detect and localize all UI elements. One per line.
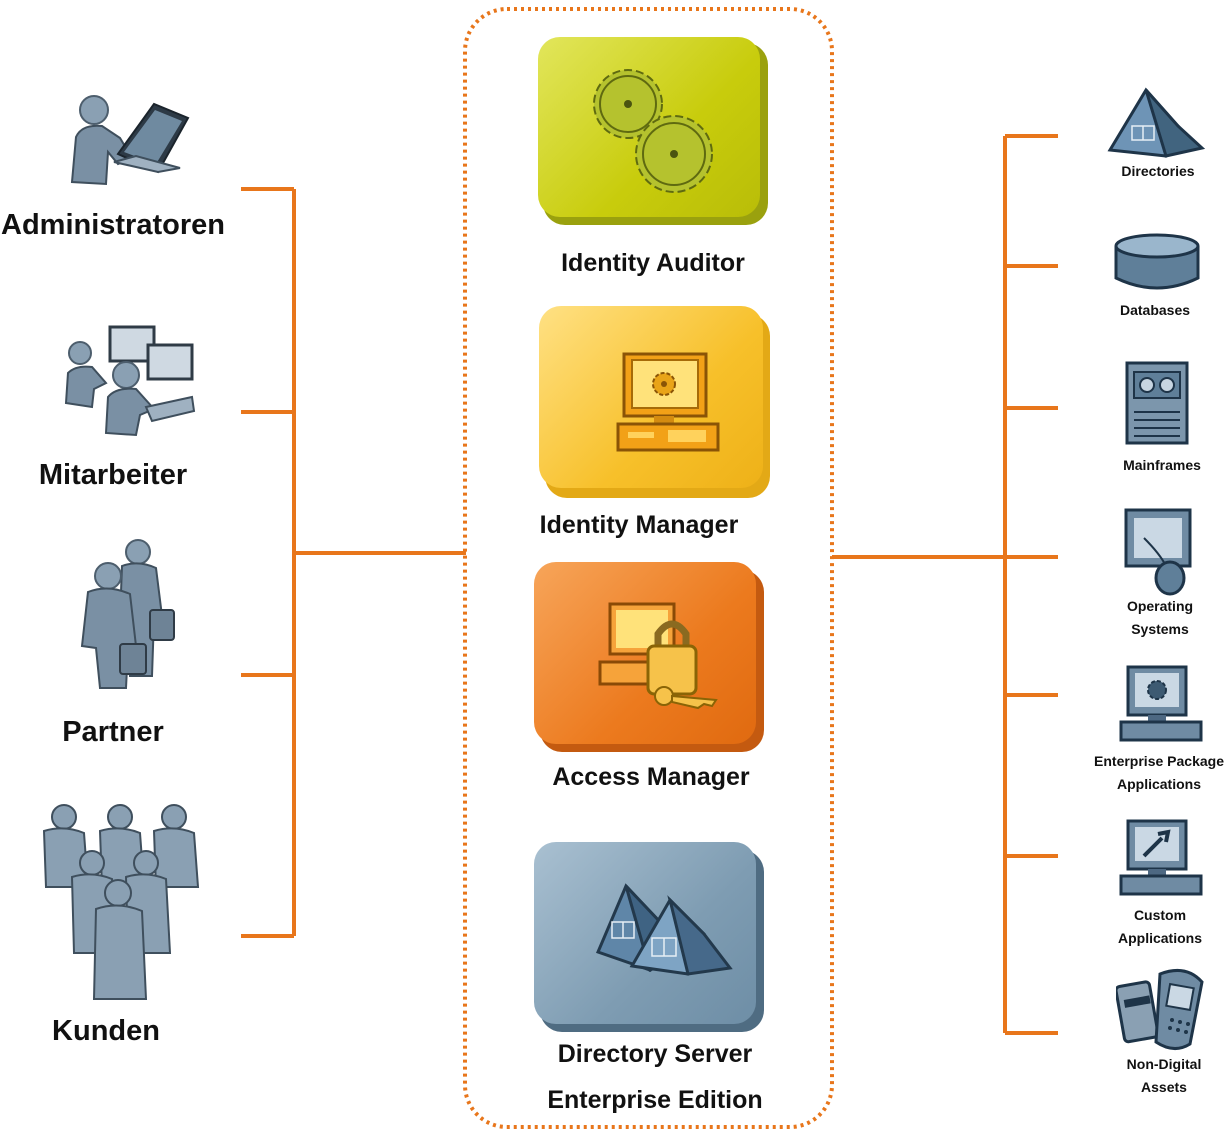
identity-auditor-label: Identity Auditor [561,249,745,277]
user-label-admins: Administratoren [1,209,225,241]
resource-label-nondigital-line1: Non-Digital [1126,1056,1202,1072]
computer-gear-icon [616,352,720,452]
resource-label-nondigital-line2: Assets [1141,1079,1187,1095]
user-label-partner: Partner [62,716,164,748]
database-icon [1114,233,1200,290]
phone-card-icon [1116,968,1204,1050]
user-label-staff: Mitarbeiter [38,459,188,491]
gears-icon [593,69,713,193]
resource-label-databases: Databases [1119,302,1191,318]
resource-label-epa-line2: Applications [1116,776,1201,792]
directory-server-label-line1: Directory Server [557,1040,753,1068]
user-label-customers: Kunden [52,1015,160,1047]
resource-label-epa-line1: Enterprise Package [1094,753,1224,769]
monitor-mouse-icon [1124,508,1192,596]
pyramid-icon [1107,87,1206,158]
directory-server-label-line2: Enterprise Edition [547,1086,763,1114]
computer-wrench-icon [1119,819,1203,896]
resource-label-custom-line1: Custom [1133,907,1187,923]
person-laptop-icon [70,95,190,186]
resource-label-custom-line2: Applications [1117,930,1202,946]
identity-manager-label: Identity Manager [539,511,739,539]
product-suite-frame [463,7,834,1129]
crowd-icon [42,804,200,1000]
resource-label-os-line2: Systems [1131,621,1189,637]
resource-label-directories: Directories [1121,163,1195,179]
directory-pyramids-icon [595,883,733,976]
computer-gear-icon [1119,665,1203,742]
resource-label-os-line1: Operating [1126,598,1194,614]
business-people-icon [80,539,175,689]
resource-label-mainframes: Mainframes [1123,457,1201,473]
mainframe-icon [1125,361,1189,445]
access-manager-label: Access Manager [552,763,750,791]
computer-padlock-icon [598,602,718,710]
people-computers-icon [64,325,196,437]
